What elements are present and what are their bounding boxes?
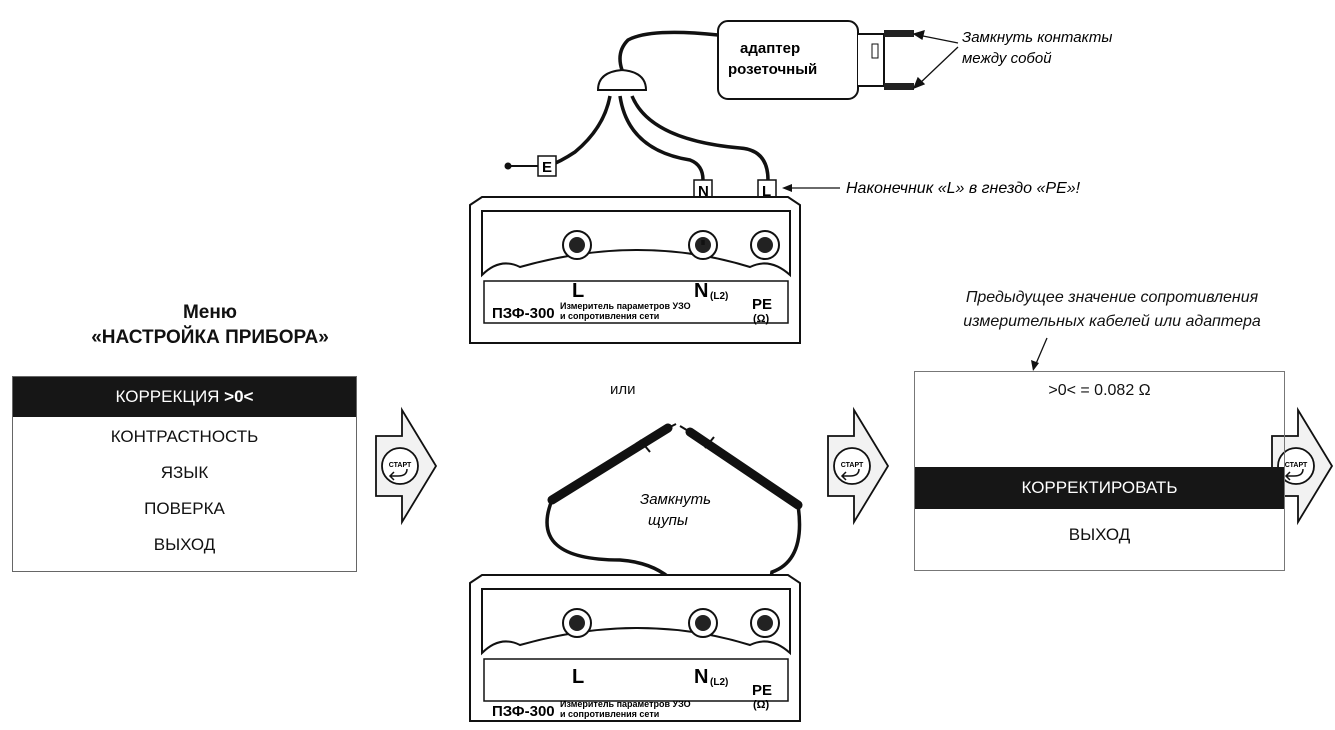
- tip-note: Наконечник «L» в гнездо «PE»!: [846, 180, 1081, 197]
- svg-text:СТАРТ: СТАРТ: [389, 462, 412, 469]
- svg-text:N: N: [698, 183, 709, 200]
- previous-value-note: Предыдущее значение сопротивления измери…: [902, 286, 1322, 334]
- meter-device-bottom: L N (L2) PE (Ω) ПЗФ-300 Измеритель парам…: [469, 574, 801, 722]
- menu-title-line2: «НАСТРОЙКА ПРИБОРА»: [91, 327, 329, 348]
- settings-menu: КОРРЕКЦИЯ >0< КОНТРАСТНОСТЬ ЯЗЫК ПОВЕРКА…: [12, 376, 357, 572]
- adapter-label-line1: адаптер: [740, 40, 800, 57]
- start-arrow-3[interactable]: СТАРТ: [1271, 409, 1333, 523]
- close-contacts-note-line1: Замкнуть контакты: [962, 29, 1112, 46]
- close-contacts-note-line2: между собой: [962, 50, 1052, 67]
- svg-text:PE: PE: [752, 682, 772, 699]
- correction-value: >0< = 0.082 Ω: [1048, 382, 1151, 399]
- cable-splitter: [596, 68, 648, 91]
- svg-text:СТАРТ: СТАРТ: [1285, 462, 1308, 469]
- svg-text:ПЗФ-300: ПЗФ-300: [492, 703, 555, 720]
- correct-option[interactable]: КОРРЕКТИРОВАТЬ: [915, 467, 1284, 509]
- svg-text:N: N: [694, 280, 708, 302]
- svg-text:L: L: [762, 183, 771, 200]
- close-contacts-arrows: [912, 30, 959, 90]
- svg-text:и сопротивления сети: и сопротивления сети: [560, 311, 659, 321]
- menu-item-language[interactable]: ЯЗЫК: [160, 463, 209, 482]
- correction-screen: >0< = 0.082 Ω КОРРЕКТИРОВАТЬ ВЫХОД: [914, 371, 1285, 571]
- svg-text:(L2): (L2): [710, 677, 728, 688]
- close-probes-note-line1: Замкнуть: [640, 491, 711, 508]
- svg-text:E: E: [542, 159, 552, 176]
- svg-text:N: N: [694, 666, 708, 688]
- svg-text:(Ω): (Ω): [753, 313, 769, 325]
- or-label: или: [610, 381, 636, 398]
- adapter-label-line2: розеточный: [728, 61, 817, 78]
- start-arrow-2[interactable]: СТАРТ: [827, 409, 889, 523]
- previous-value-note-line2: измерительных кабелей или адаптера: [963, 313, 1261, 330]
- svg-text:PE: PE: [752, 296, 772, 313]
- menu-title-line1: Меню: [182, 302, 238, 323]
- meter-device-top: L N (L2) PE (Ω) ПЗФ-300 Измеритель парам…: [469, 196, 801, 344]
- svg-text:и сопротивления сети: и сопротивления сети: [560, 709, 659, 719]
- menu-item-correction-symbol: >0<: [224, 387, 254, 406]
- svg-text:(Ω): (Ω): [753, 699, 769, 711]
- svg-text:СТАРТ: СТАРТ: [841, 462, 864, 469]
- start-arrow-1[interactable]: СТАРТ: [375, 409, 437, 523]
- svg-text:(L2): (L2): [710, 291, 728, 302]
- svg-text:L: L: [572, 666, 584, 688]
- menu-item-verification[interactable]: ПОВЕРКА: [144, 499, 225, 518]
- svg-text:ПЗФ-300: ПЗФ-300: [492, 305, 555, 322]
- menu-item-exit[interactable]: ВЫХОД: [153, 535, 216, 554]
- svg-text:Измеритель параметров УЗО: Измеритель параметров УЗО: [560, 301, 691, 311]
- menu-item-contrast[interactable]: КОНТРАСТНОСТЬ: [110, 427, 259, 446]
- menu-item-correction[interactable]: КОРРЕКЦИЯ >0<: [13, 377, 356, 417]
- svg-text:Измеритель параметров УЗО: Измеритель параметров УЗО: [560, 699, 691, 709]
- svg-text:L: L: [572, 280, 584, 302]
- close-probes-note-line2: щупы: [648, 512, 688, 529]
- exit-option[interactable]: ВЫХОД: [1068, 525, 1131, 544]
- menu-item-correction-label: КОРРЕКЦИЯ: [115, 387, 225, 406]
- socket-adapter: адаптер розеточный: [717, 20, 914, 100]
- previous-value-note-line1: Предыдущее значение сопротивления: [965, 289, 1259, 306]
- lead-label-e: E: [537, 155, 557, 177]
- menu-title: Меню «НАСТРОЙКА ПРИБОРА»: [60, 300, 360, 350]
